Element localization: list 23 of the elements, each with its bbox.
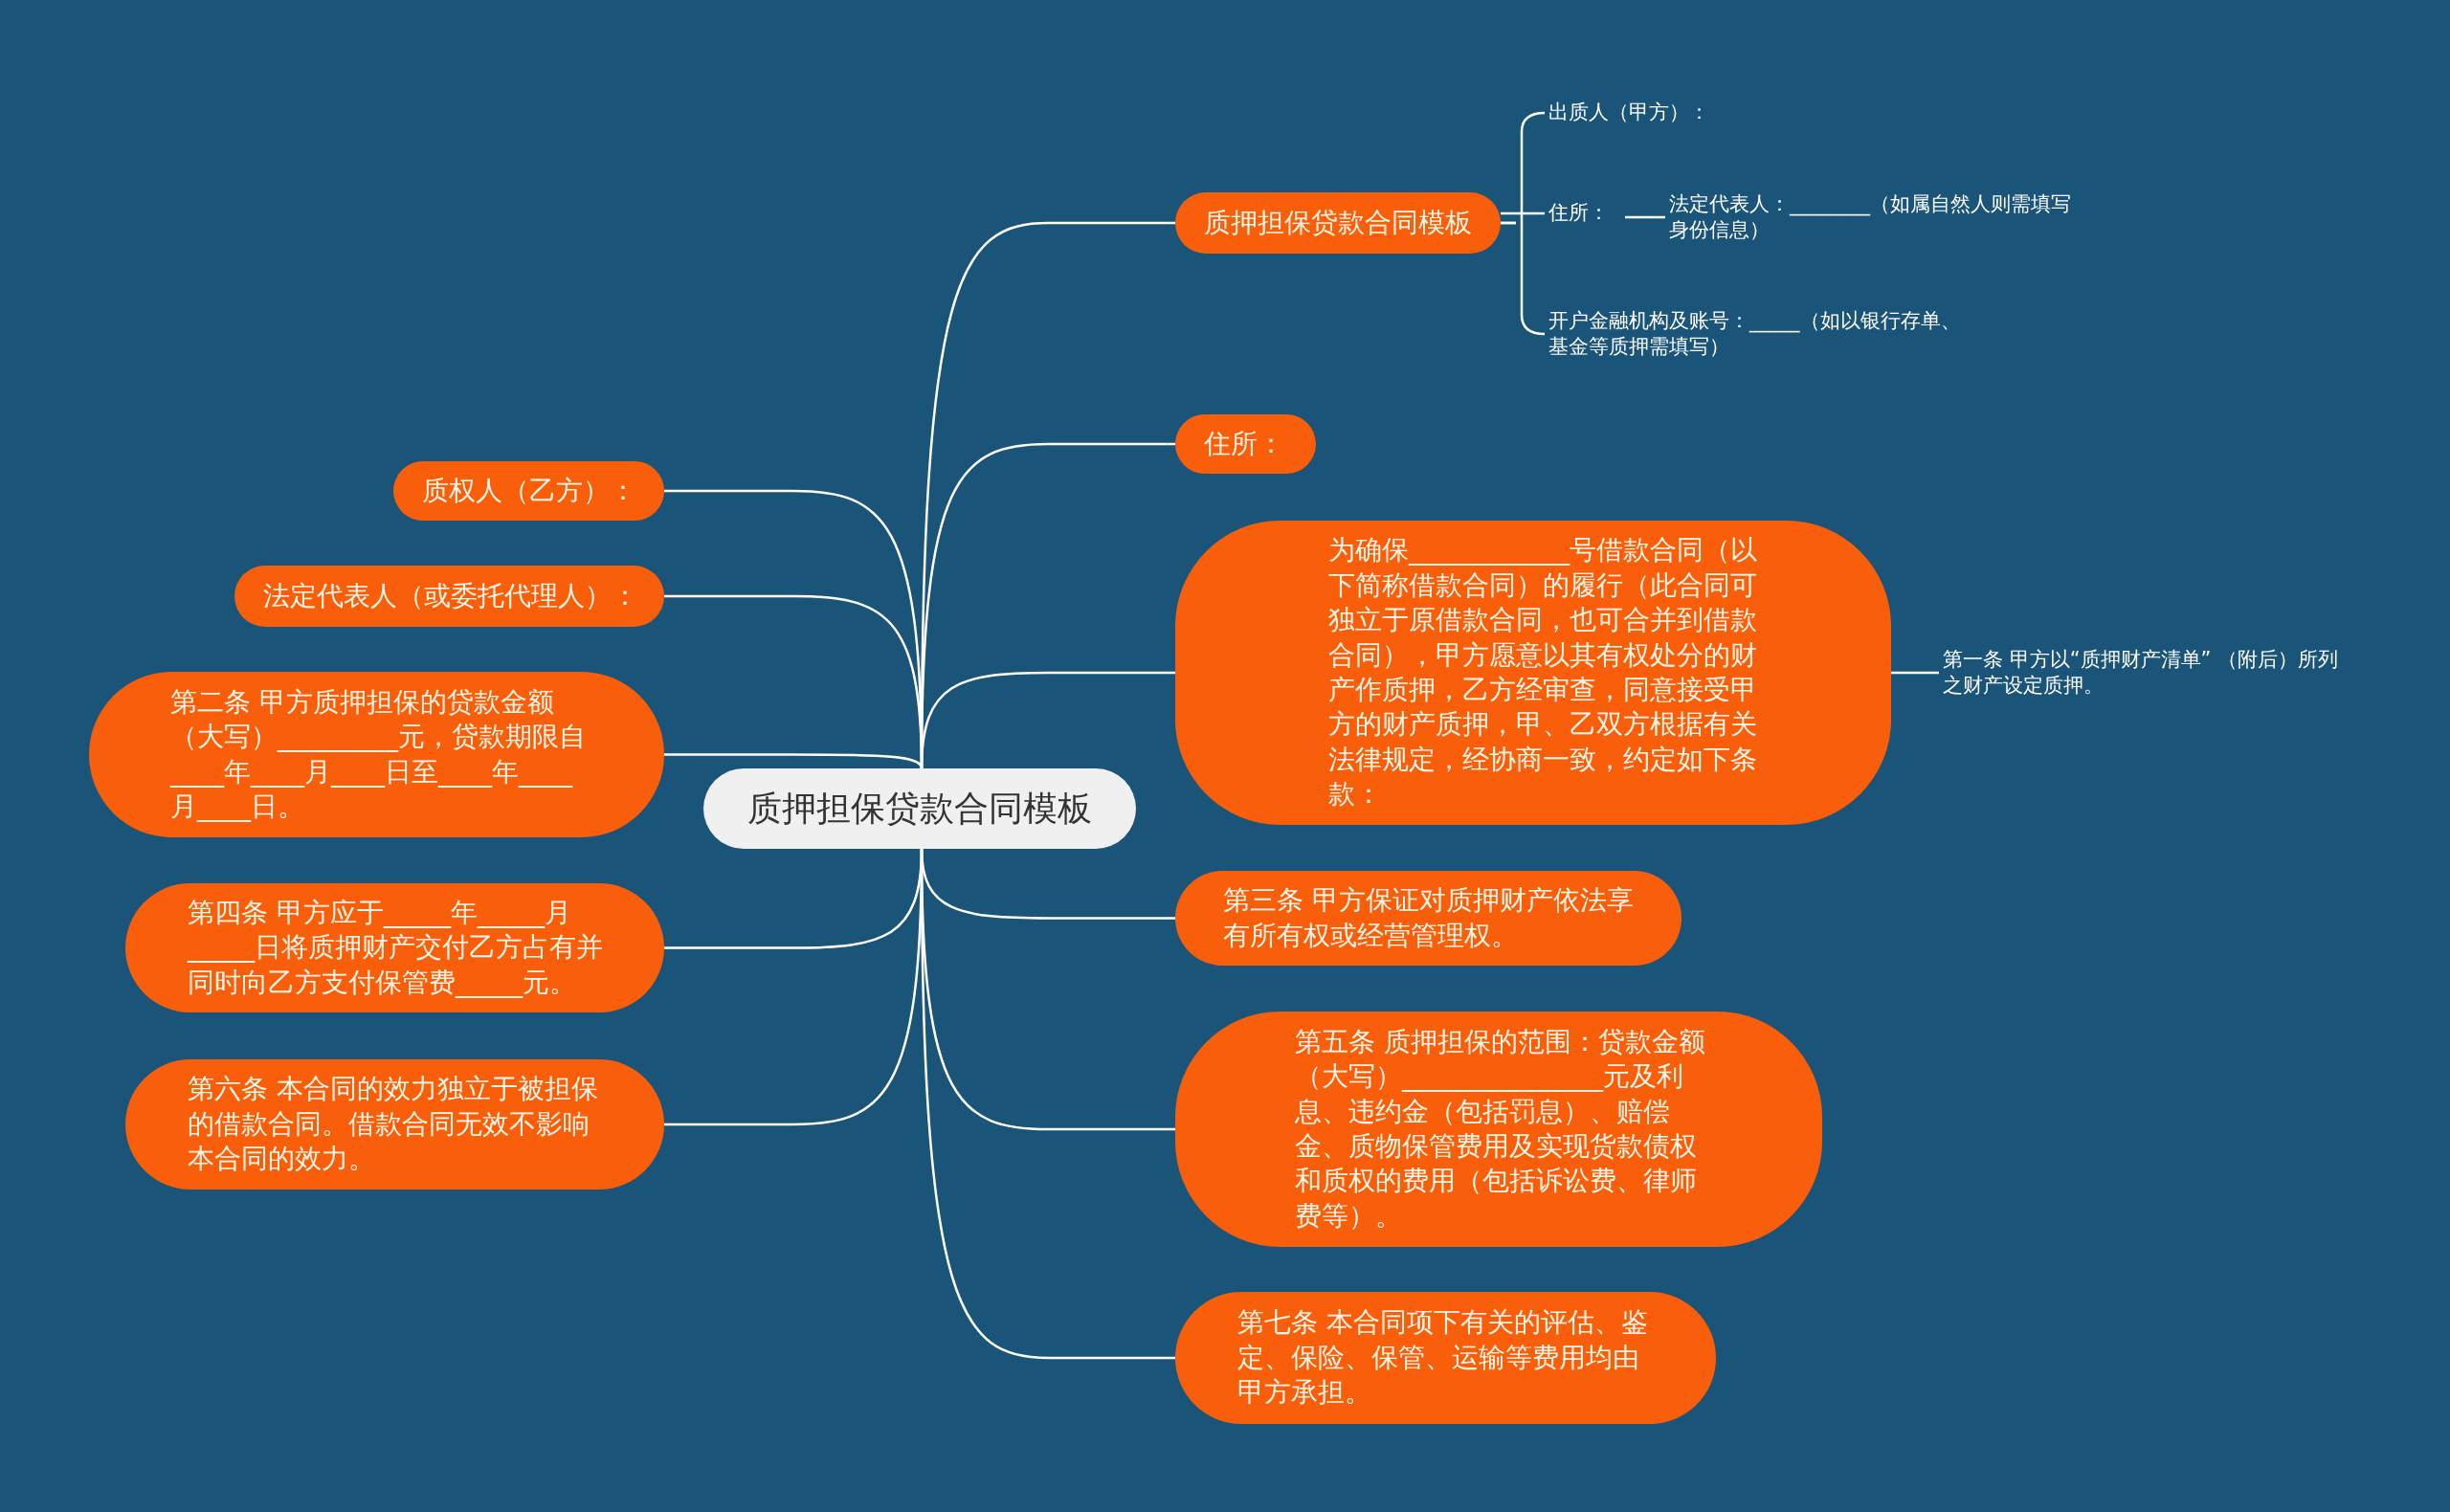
- topic-pill: 住所：: [1175, 414, 1316, 474]
- connector-line: [1499, 221, 1547, 336]
- connector-line: [1891, 671, 1939, 675]
- branch-text: 住所：: [1545, 196, 1625, 231]
- topic-pill: 质权人（乙方）：: [393, 461, 664, 521]
- topic-pill: 第二条 甲方质押担保的贷款金额（大写）_________元，贷款期限自____年____月____日至____年____月____日。: [89, 672, 664, 837]
- central-topic: 质押担保贷款合同模板: [703, 768, 1136, 849]
- connector-line: [664, 753, 924, 769]
- topic-pill: 质押担保贷款合同模板: [1175, 192, 1501, 254]
- branch-text: 出质人（甲方）：: [1545, 96, 1793, 130]
- branch-text: 第一条 甲方以“质押财产清单” （附后）所列之财产设定质押。: [1939, 643, 2360, 702]
- topic-pill: 第四条 甲方应于_____年_____月_____日将质押财产交付乙方占有并同时向乙方支付保管费_____元。: [125, 883, 664, 1012]
- topic-pill: 为确保____________号借款合同（以下简称借款合同）的履行（此合同可独立于原借款合同，也可合并到借款合同），甲方愿意以其有权处分的财产作质押，乙方经审查，同意接受甲方的财产质押，甲、乙双方根据有关法律规定，经协商一致，约定如下条款：: [1175, 521, 1891, 825]
- topic-pill: 法定代表人（或委托代理人）：: [234, 566, 664, 627]
- connector-line: [1625, 215, 1665, 219]
- topic-pill: 第六条 本合同的效力独立于被担保的借款合同。借款合同无效不影响本合同的效力。: [125, 1059, 664, 1190]
- connector-line: [664, 849, 924, 1126]
- topic-pill: 第七条 本合同项下有关的评估、鉴定、保险、保管、运输等费用均由甲方承担。: [1175, 1292, 1716, 1424]
- branch-text: 开户金融机构及账号：_____（如以银行存单、基金等质押需填写）: [1545, 304, 1966, 364]
- topic-pill: 第三条 甲方保证对质押财产依法享有所有权或经营管理权。: [1175, 871, 1682, 966]
- connector-line: [1501, 211, 1545, 215]
- topic-pill: 第五条 质押担保的范围：贷款金额（大写）_______________元及利息、违约金（包括罚息）、赔偿金、质物保管费用及实现货款债权和质权的费用（包括诉讼费、律师费等）。: [1175, 1012, 1822, 1247]
- branch-text: 法定代表人：________（如属自然人则需填写身份信息）: [1665, 188, 2086, 247]
